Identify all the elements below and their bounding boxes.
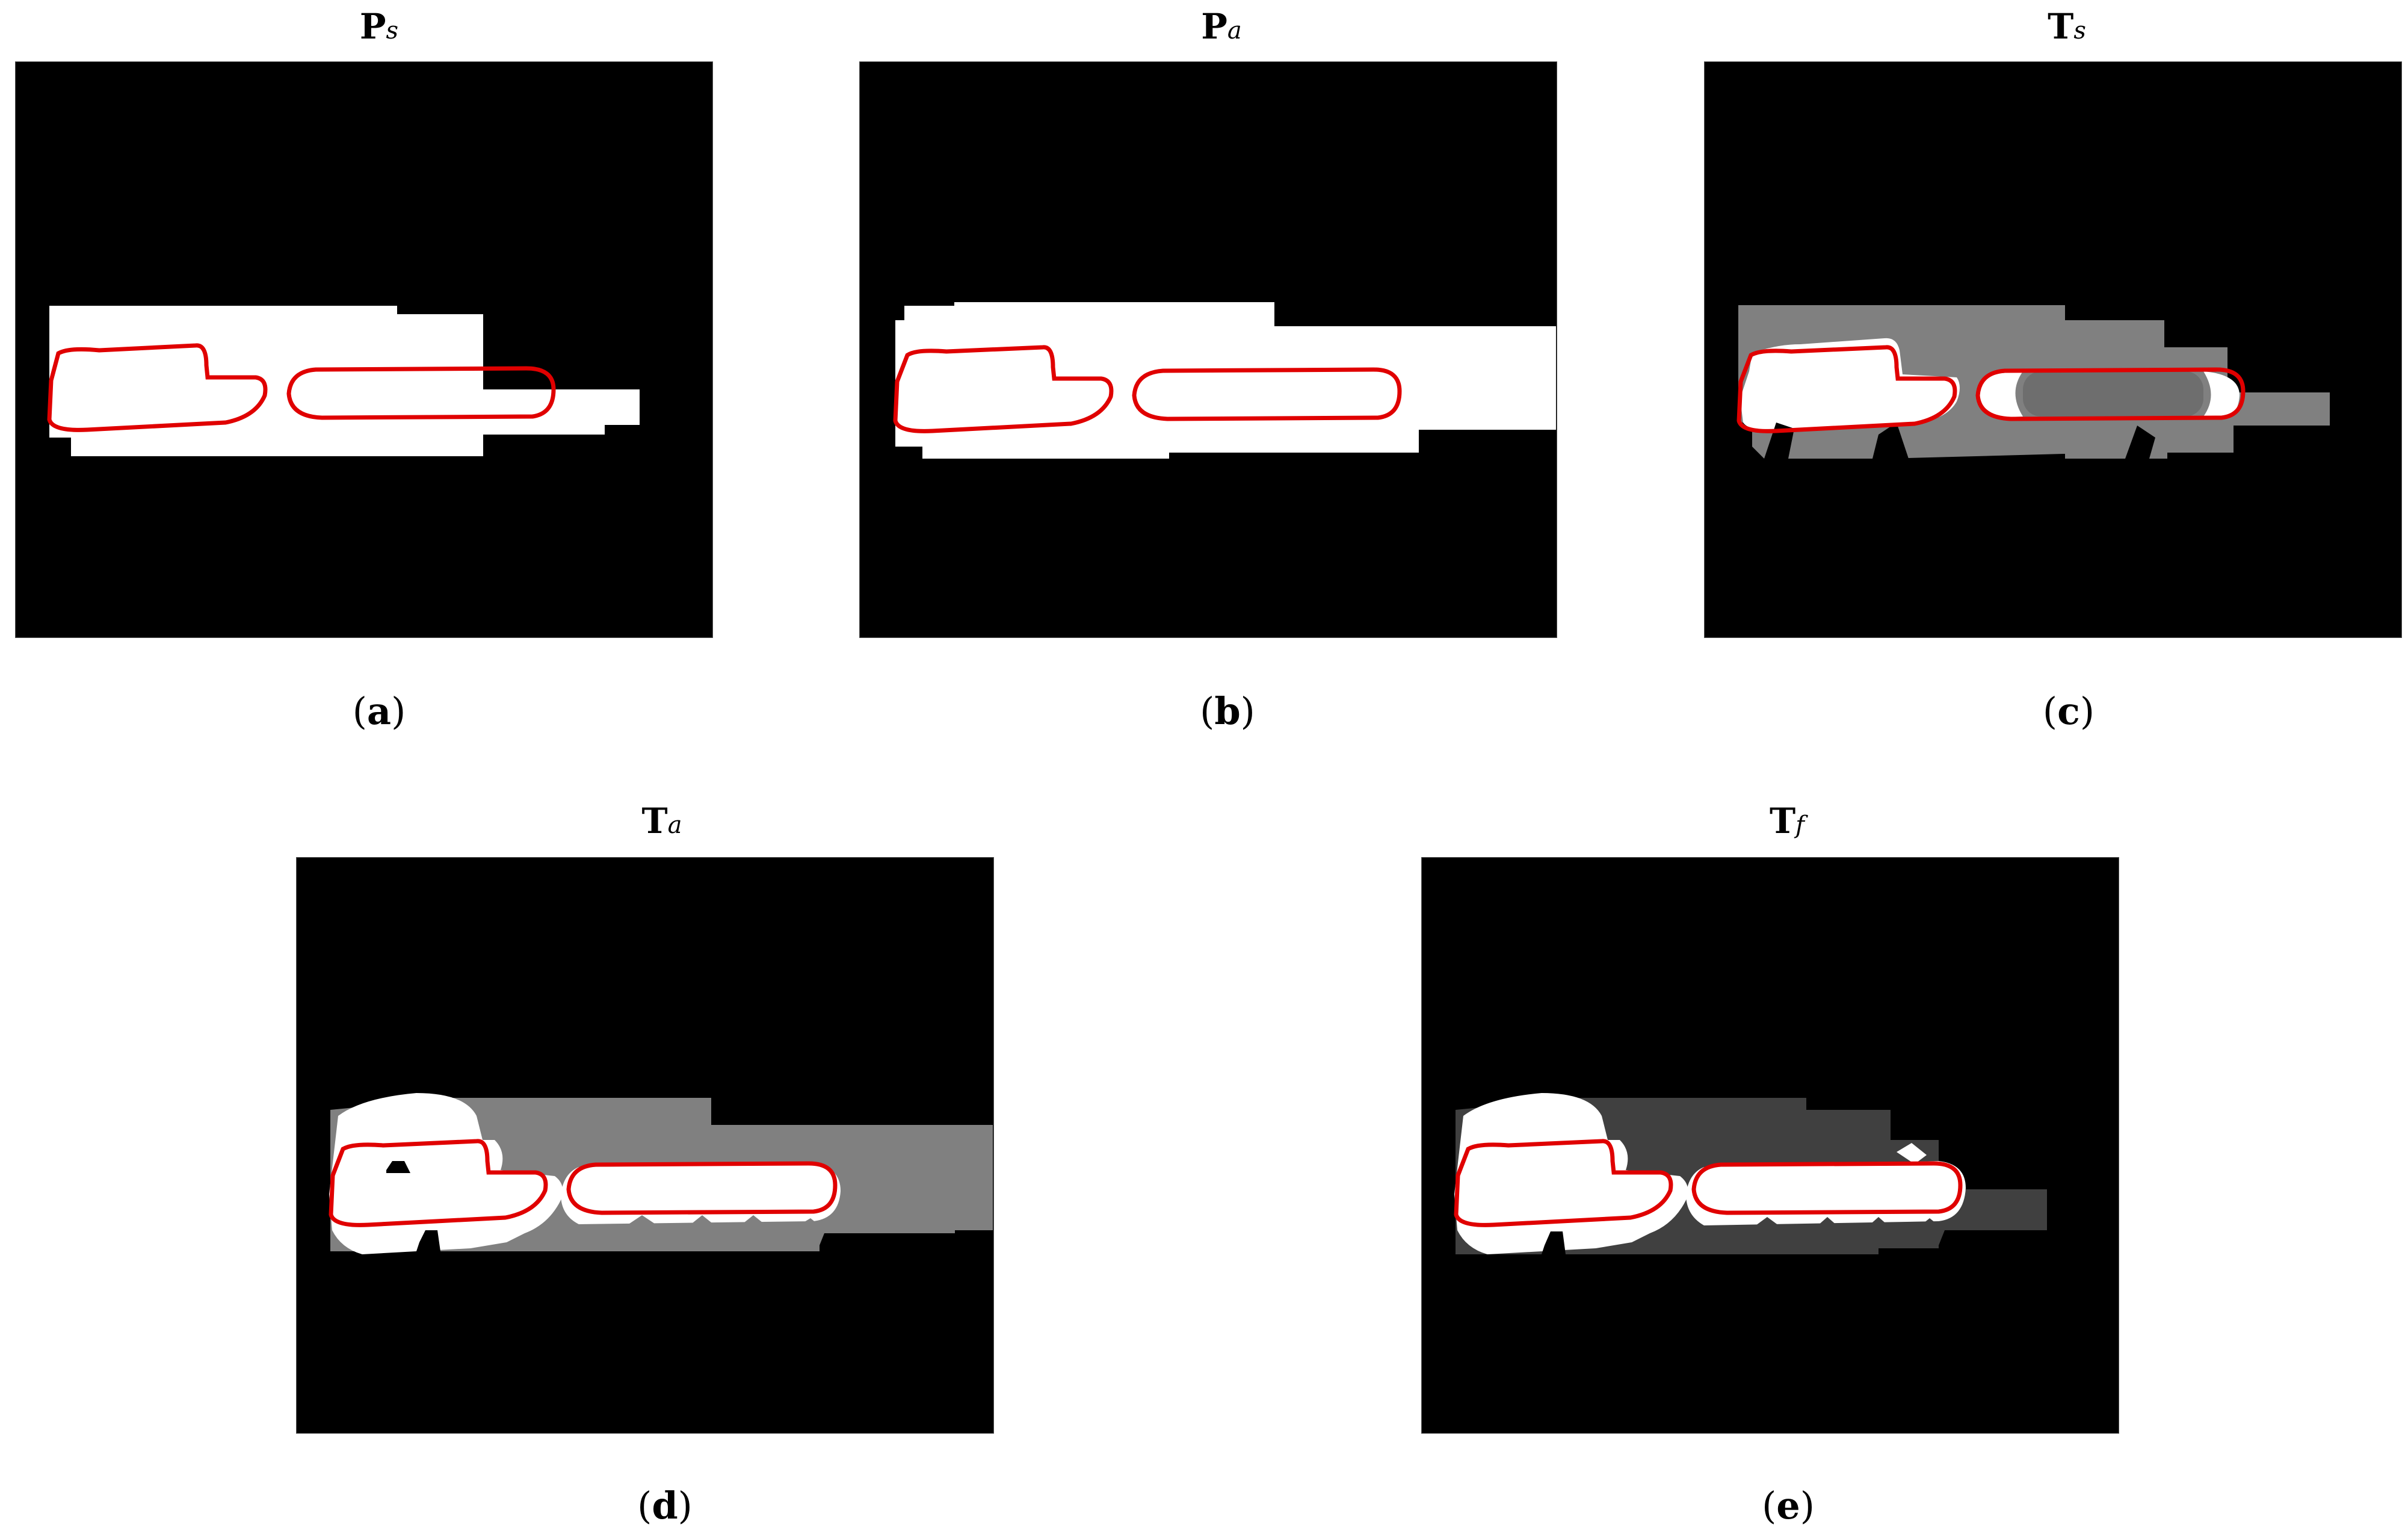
panel-c-image — [1704, 61, 2402, 638]
panel-a-title: Ps — [359, 6, 399, 47]
panel-a-caption: (a) — [352, 689, 406, 733]
panel-d-caption: (d) — [637, 1484, 693, 1528]
panel-c-title: Ts — [2048, 6, 2086, 47]
panel-d-title: Ta — [641, 801, 682, 841]
panel-e-image — [1421, 857, 2119, 1434]
panel-c-caption: (c) — [2042, 689, 2095, 733]
panel-d-image — [296, 857, 994, 1434]
panel-b-image — [859, 61, 1557, 638]
panel-e-title: Tf — [1770, 801, 1804, 841]
panel-b-title: Pa — [1201, 6, 1242, 47]
panel-a-image — [15, 61, 713, 638]
panel-e-caption: (e) — [1762, 1484, 1815, 1528]
panel-b-caption: (b) — [1200, 689, 1255, 733]
